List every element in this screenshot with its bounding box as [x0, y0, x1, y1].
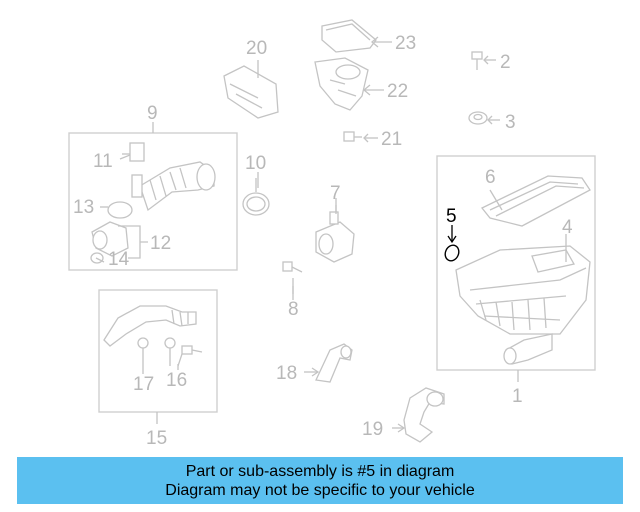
part-group-15-shapes — [103, 305, 203, 368]
part-label-8: 8 — [288, 299, 299, 320]
group-box-15 — [98, 289, 218, 413]
part-label-9: 9 — [147, 103, 158, 124]
part-10-shape — [242, 178, 270, 216]
part-label-2: 2 — [500, 52, 511, 73]
part-label-16: 16 — [166, 370, 187, 391]
part-group-1-shapes — [455, 175, 591, 365]
group-box-1 — [436, 155, 596, 371]
banner-line-1: Part or sub-assembly is #5 in diagram — [185, 462, 455, 480]
part-label-10: 10 — [245, 153, 266, 174]
part-20-shape — [223, 60, 279, 119]
part-3-shape — [468, 111, 500, 125]
banner-line-2: Diagram may not be specific to your vehi… — [165, 481, 475, 499]
part-2-shape — [471, 51, 496, 70]
part-label-14: 14 — [108, 249, 130, 270]
part-19-shape — [392, 387, 445, 443]
part-22-shape — [314, 57, 384, 111]
part-7-shape — [315, 198, 355, 263]
part-label-20: 20 — [246, 38, 267, 59]
part-5-shape — [444, 225, 460, 262]
part-label-19: 19 — [362, 419, 383, 440]
part-label-11: 11 — [93, 151, 113, 172]
part-label-13: 13 — [73, 197, 94, 218]
part-label-1: 1 — [512, 386, 523, 407]
part-label-12: 12 — [150, 233, 171, 254]
part-label-22: 22 — [387, 81, 408, 102]
part-label-3: 3 — [505, 112, 516, 133]
part-label-23: 23 — [395, 33, 416, 54]
leader-lines — [95, 154, 337, 374]
info-banner: Part or sub-assembly is #5 in diagram Di… — [17, 457, 623, 504]
part-23-shape — [321, 19, 392, 53]
part-group-9-shapes — [90, 142, 216, 264]
part-21-shape — [343, 131, 378, 143]
parts-diagram: 1 2 3 4 5 6 7 8 9 10 11 12 13 14 15 16 1… — [68, 19, 596, 449]
part-18-shape — [304, 343, 353, 383]
part-label-6: 6 — [485, 167, 496, 188]
part-label-15: 15 — [146, 428, 167, 449]
part-label-18: 18 — [276, 363, 297, 384]
part-label-17: 17 — [133, 374, 154, 395]
part-label-4: 4 — [562, 217, 573, 238]
part-label-21: 21 — [381, 129, 402, 150]
part-label-5: 5 — [446, 206, 457, 227]
part-label-7: 7 — [330, 183, 341, 204]
